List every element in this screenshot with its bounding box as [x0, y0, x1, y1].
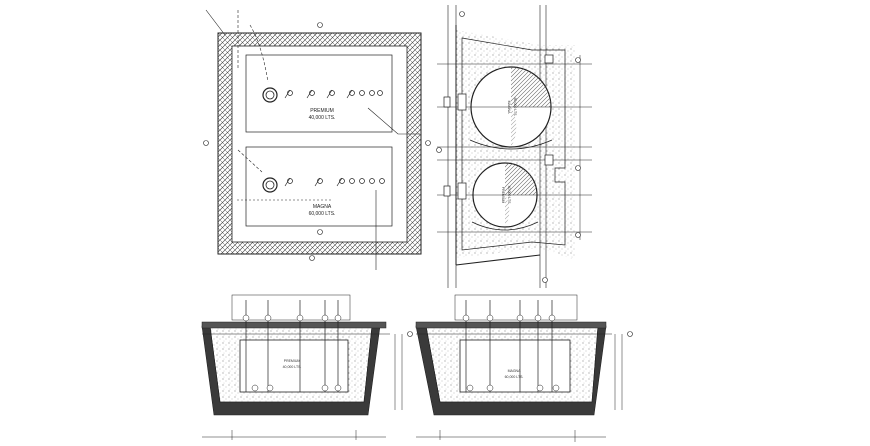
- grid-bubble-icon: [407, 331, 413, 337]
- section-grid-bubble-icons: [436, 11, 581, 283]
- plan-tank-magna-capacity: 60,000 LTS.: [309, 211, 336, 217]
- grid-bubble-icons: [203, 22, 431, 261]
- manhole-icon: [262, 87, 278, 103]
- elevation-left-tank-capacity: 40,000 LTS.: [283, 365, 302, 369]
- grid-bubble-icon: [627, 331, 633, 337]
- elevation-left-tank-label: PREMIUM: [284, 359, 301, 363]
- plan-tank-magna-label: MAGNA: [313, 204, 332, 210]
- elevation-left: PREMIUM 40,000 LTS.: [201, 294, 413, 440]
- section-view: MAGNA 60,000 LTS. PREMIUM 40,000 LTS.: [436, 5, 592, 288]
- plan-tank-premium-capacity: 40,000 LTS.: [309, 115, 336, 121]
- elevation-right-tank-label: MAGNA: [508, 369, 522, 373]
- plan-view: PREMIUM 40,000 LTS. MAGNA 60,000 LTS.: [203, 9, 431, 270]
- manhole-icon: [262, 177, 278, 193]
- elevation-left-tank: [239, 339, 349, 393]
- plan-tank-premium-slab: [245, 54, 393, 133]
- plan-fittings-top: [284, 89, 383, 99]
- plan-tank-magna-slab: [245, 146, 393, 227]
- elevation-right-tank: [459, 339, 571, 393]
- elevation-right-tank-capacity: 60,000 LTS.: [505, 375, 524, 379]
- plan-fittings-bottom: [284, 177, 385, 187]
- manhole-icon: [265, 90, 275, 100]
- manhole-icon: [265, 180, 275, 190]
- plan-tank-premium-label: PREMIUM: [310, 108, 334, 114]
- section-tank-magna-label: MAGNA: [507, 101, 511, 115]
- section-excavation-outline: [461, 37, 566, 251]
- elevation-right: MAGNA 60,000 LTS.: [415, 294, 633, 442]
